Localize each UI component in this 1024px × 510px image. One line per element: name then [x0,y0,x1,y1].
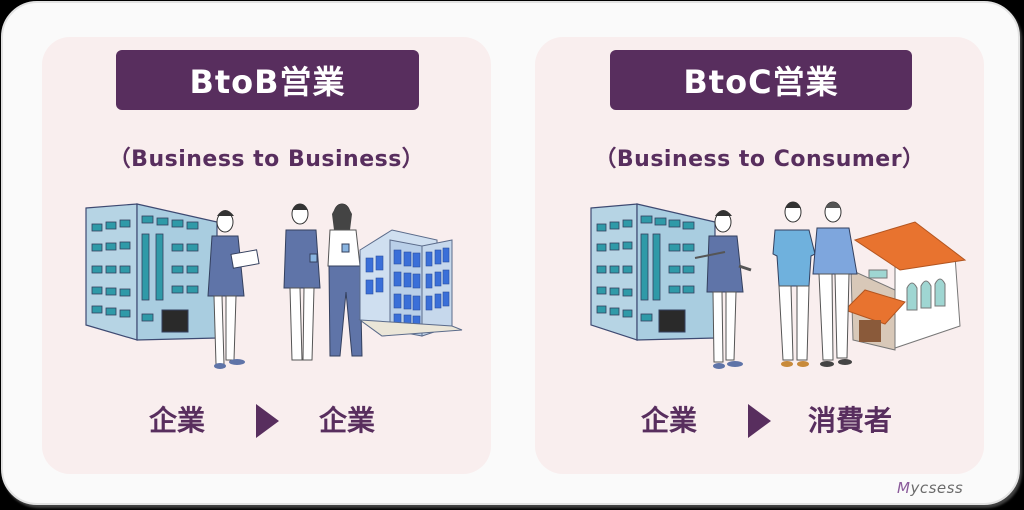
panel-subtitle: （Business to Business） [108,147,425,172]
colleagues-with-coffee-icon [283,203,363,361]
logo-prefix: M [897,479,911,497]
logo-text: ycsess [910,479,964,497]
btoc-panel: BtoC営業 （Business to Consumer） [535,37,984,474]
flow-from-label: 企業 [641,404,698,437]
flow-to-label: 消費者 [808,404,893,437]
office-building-icon [590,203,716,341]
btob-panel: BtoB営業 （Business to Business） [42,37,491,474]
office-building-icon [85,203,218,341]
presenting-businessman-icon [694,210,752,369]
flow-from-label: 企業 [149,404,206,437]
glass-office-building-icon [358,229,463,337]
panel-title: BtoB営業 [116,50,419,110]
businessman-with-tablet-icon [207,210,260,369]
mycsess-logo: Mycsess [897,479,963,497]
play-arrow-icon [256,404,279,438]
btoc-illustration [590,201,967,369]
btob-illustration [85,203,463,369]
house-icon [844,221,967,351]
play-arrow-icon [748,404,771,438]
flow-to-label: 企業 [319,404,376,437]
panel-title: BtoC営業 [610,50,912,110]
flow-row: 企業 消費者 [535,401,984,441]
consumers-icon [772,201,858,367]
flow-row: 企業 企業 [42,401,491,441]
panel-subtitle: （Business to Consumer） [594,147,925,172]
